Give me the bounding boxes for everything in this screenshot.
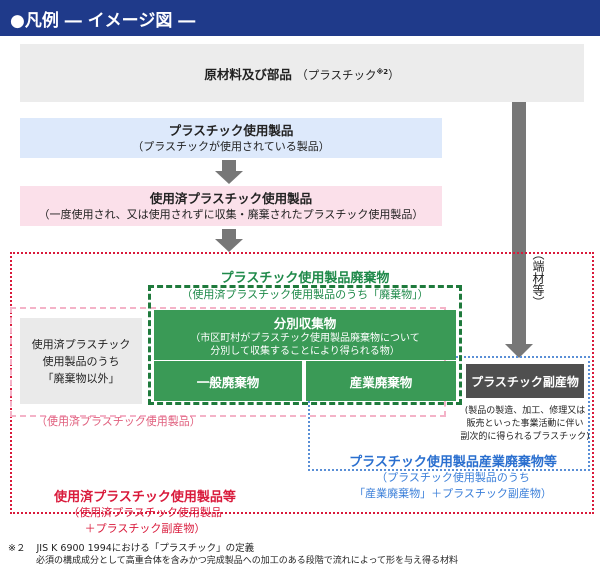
plastic-products-box: プラスチック使用製品 （プラスチックが使用されている製品） bbox=[20, 118, 442, 158]
page-title: ●凡例 ― イメージ図 ― bbox=[10, 10, 196, 31]
used-products-etc-sub-2: ＋プラスチック副産物） bbox=[84, 521, 206, 535]
raw-materials-title-line: 原材料及び部品 （プラスチック※2） bbox=[204, 64, 399, 83]
byproduct-description: (製品の製造、加工、修理又は 販売といった事業活動に伴い 副次的に得られるプラス… bbox=[458, 405, 592, 444]
offcut-arrow-shaft bbox=[512, 102, 526, 346]
flow-arrow-1-head bbox=[215, 171, 243, 184]
byproduct-title: プラスチック副産物 bbox=[471, 374, 579, 389]
non-waste-line-3: 「廃棄物以外」 bbox=[42, 371, 120, 385]
footnote: ※２ JIS K 6900 1994における「プラスチック」の定義 必須の構成成… bbox=[8, 542, 596, 568]
raw-materials-note-end: ） bbox=[388, 67, 400, 82]
raw-materials-box: 原材料及び部品 （プラスチック※2） bbox=[20, 44, 584, 102]
footnote-text-1: JIS K 6900 1994における「プラスチック」の定義 bbox=[36, 543, 255, 554]
plastic-products-title: プラスチック使用製品 bbox=[168, 122, 294, 138]
flow-arrow-2-head bbox=[215, 239, 243, 252]
offcut-arrow-head bbox=[505, 344, 533, 358]
non-waste-box: 使用済プラスチック 使用製品のうち 「廃棄物以外」 bbox=[20, 318, 142, 404]
used-products-title: 使用済プラスチック使用製品 bbox=[149, 190, 313, 206]
general-waste-label: 一般廃棄物 bbox=[196, 374, 260, 390]
plastic-products-subtitle: （プラスチックが使用されている製品） bbox=[132, 139, 330, 153]
footnote-mark: ※２ bbox=[8, 543, 26, 554]
general-waste-box: 一般廃棄物 bbox=[154, 361, 302, 401]
product-waste-frame bbox=[148, 285, 462, 405]
separate-collection-box: 分別収集物 （市区町村がプラスチック使用製品廃棄物について 分別して収集すること… bbox=[154, 310, 456, 360]
byproduct-desc-1: (製品の製造、加工、修理又は bbox=[464, 406, 586, 416]
product-waste-title: プラスチック使用製品廃棄物 bbox=[220, 270, 390, 286]
byproduct-desc-3: 副次的に得られるプラスチック) bbox=[460, 432, 590, 442]
byproduct-desc-2: 販売といった事業活動に伴い bbox=[466, 419, 584, 429]
used-products-box: 使用済プラスチック使用製品 （一度使用され、又は使用されずに収集・廃棄されたプラ… bbox=[20, 186, 442, 226]
flow-arrow-1-shaft bbox=[222, 160, 236, 172]
footnote-ref: ※2 bbox=[376, 67, 389, 76]
offcut-label: （端材等） bbox=[531, 248, 545, 308]
industrial-product-waste-sub-1: （プラスチック使用製品のうち bbox=[376, 470, 530, 484]
used-products-label: （使用済プラスチック使用製品） bbox=[36, 415, 201, 428]
separate-collection-title: 分別収集物 bbox=[273, 315, 337, 331]
raw-materials-note: （プラスチック bbox=[296, 67, 377, 82]
non-waste-line-2: 使用製品のうち bbox=[42, 354, 120, 368]
non-waste-line-1: 使用済プラスチック bbox=[31, 337, 131, 351]
used-products-etc-heading: 使用済プラスチック使用製品等 （使用済プラスチック使用製品 ＋プラスチック副産物… bbox=[20, 486, 270, 536]
byproduct-box: プラスチック副産物 bbox=[466, 364, 584, 398]
separate-collection-desc-1: （市区町村がプラスチック使用製品廃棄物について bbox=[190, 332, 420, 344]
used-products-subtitle: （一度使用され、又は使用されずに収集・廃棄されたプラスチック使用製品） bbox=[38, 207, 424, 221]
flow-arrow-2-shaft bbox=[222, 229, 236, 240]
product-waste-subtitle: （使用済プラスチック使用製品のうち「廃棄物」） bbox=[181, 287, 429, 301]
separate-collection-desc-2: 分別して収集することにより得られる物） bbox=[210, 345, 400, 357]
industrial-product-waste-heading: プラスチック使用製品産業廃棄物等 （プラスチック使用製品のうち 「産業廃棄物」＋… bbox=[318, 450, 588, 502]
industrial-waste-label: 産業廃棄物 bbox=[349, 374, 413, 390]
product-waste-heading: プラスチック使用製品廃棄物 （使用済プラスチック使用製品のうち「廃棄物」） bbox=[148, 266, 462, 302]
industrial-waste-box: 産業廃棄物 bbox=[306, 361, 456, 401]
footnote-line-1: ※２ JIS K 6900 1994における「プラスチック」の定義 bbox=[8, 542, 596, 555]
industrial-product-waste-sub-2: 「産業廃棄物」＋プラスチック副産物） bbox=[354, 486, 552, 500]
industrial-product-waste-title: プラスチック使用製品産業廃棄物等 bbox=[349, 454, 557, 470]
used-products-etc-title: 使用済プラスチック使用製品等 bbox=[54, 489, 236, 505]
header-bar: ●凡例 ― イメージ図 ― bbox=[0, 0, 600, 36]
raw-materials-title: 原材料及び部品 bbox=[204, 66, 292, 82]
used-products-etc-sub-1: （使用済プラスチック使用製品 bbox=[68, 505, 222, 519]
footnote-text-2: 必須の構成成分として高重合体を含みかつ完成製品への加工のある段階で流れによって形… bbox=[36, 556, 459, 566]
